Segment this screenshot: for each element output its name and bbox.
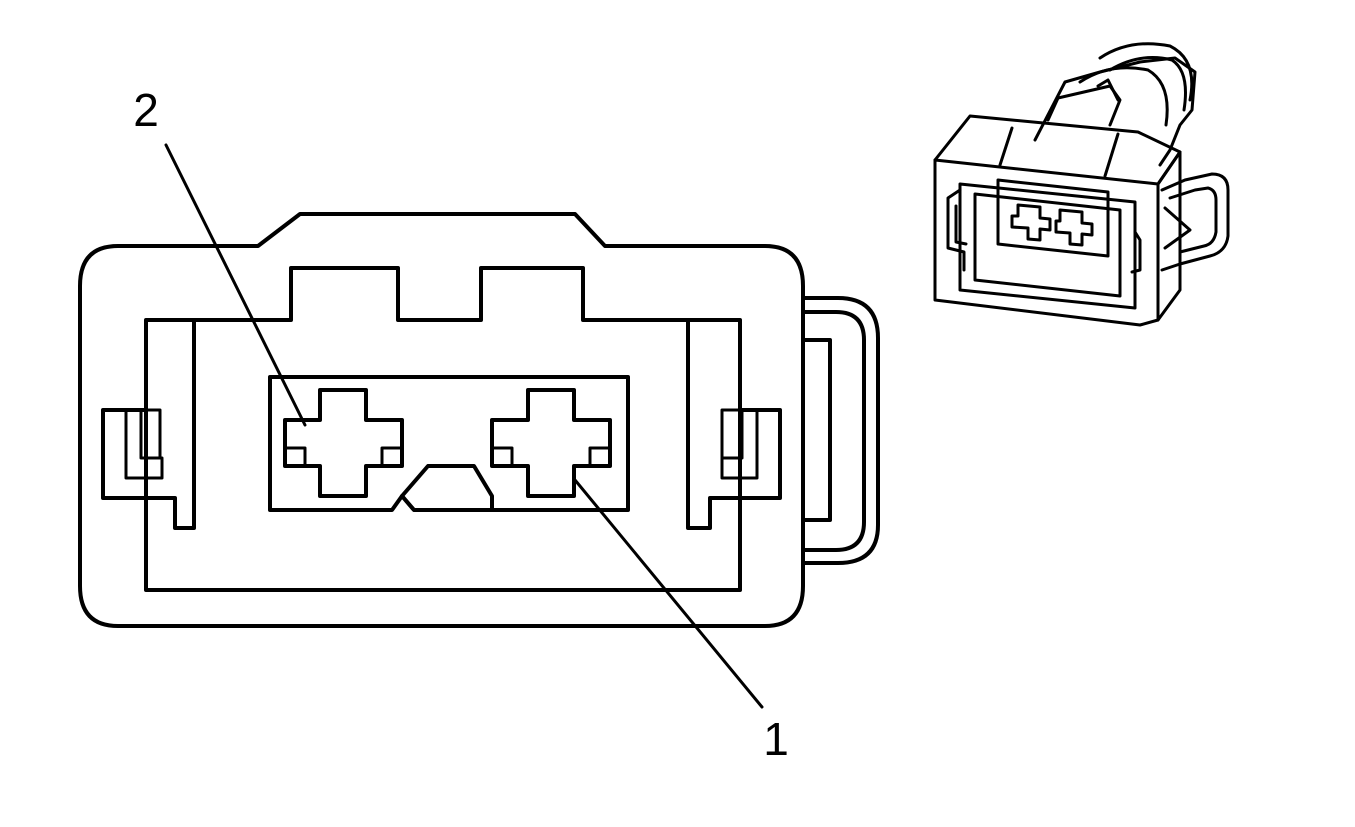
connector-rear-boot-ring-1: [1098, 42, 1194, 102]
pin-2-cavity: [283, 388, 404, 498]
connector-right-lock-detail: [720, 408, 759, 480]
connector-isometric-view: [933, 42, 1230, 327]
connector-left-lock-detail: [124, 408, 164, 480]
connector-inner-cavity: [144, 266, 742, 592]
connector-iso-right-lock: [1130, 230, 1142, 274]
connector-side-latch-outer: [801, 296, 880, 565]
connector-iso-pin-left: [1010, 203, 1052, 242]
connector-rear-boot-ring-2: [1108, 56, 1187, 112]
pin-2-cavity-notch-right: [380, 446, 404, 468]
connector-side-latch-inner: [801, 310, 866, 552]
connector-iso-left-lock-2: [954, 204, 968, 246]
connector-iso-side-latch: [1160, 172, 1230, 272]
connector-housing-outline: [78, 212, 805, 628]
callout-1-label: 1: [763, 713, 789, 765]
connector-iso-left-lock: [946, 188, 966, 272]
connector-face-view: [78, 212, 880, 628]
connector-rear-boot-ring-3: [1078, 66, 1169, 127]
connector-top-rib-2: [1096, 78, 1120, 102]
pin-2-cavity-notch-left: [283, 446, 307, 468]
connector-right-lock-tab: [686, 318, 782, 530]
connector-rear-boot: [1033, 56, 1197, 167]
connector-iso-housing-front: [933, 158, 1160, 327]
connector-iso-top-ridge: [998, 126, 1120, 178]
pin-1-cavity: [490, 388, 612, 498]
callout-2-leader: [164, 143, 307, 427]
connector-iso-pin-right: [1054, 208, 1094, 247]
connector-iso-opening: [958, 182, 1137, 310]
terminal-center-key: [400, 464, 494, 512]
connector-iso-side-latch-inner: [1168, 186, 1218, 254]
callout-1-leader: [573, 478, 764, 709]
connector-left-lock-tab: [101, 318, 196, 530]
connector-side-latch-slot: [801, 338, 832, 522]
callout-2-label: 2: [133, 84, 159, 136]
connector-left-lock-step: [139, 408, 162, 460]
connector-iso-side-latch-slot: [1163, 206, 1192, 250]
pin-1-cavity-notch-left: [490, 446, 514, 468]
connector-iso-opening-inner: [973, 192, 1122, 298]
callouts: 2 1: [133, 84, 789, 765]
connector-iso-housing-side: [1156, 150, 1182, 322]
connector-iso-terminal-insert: [996, 178, 1110, 258]
connector-right-lock-step: [720, 408, 744, 460]
pin-1-cavity-notch-right: [588, 446, 612, 468]
